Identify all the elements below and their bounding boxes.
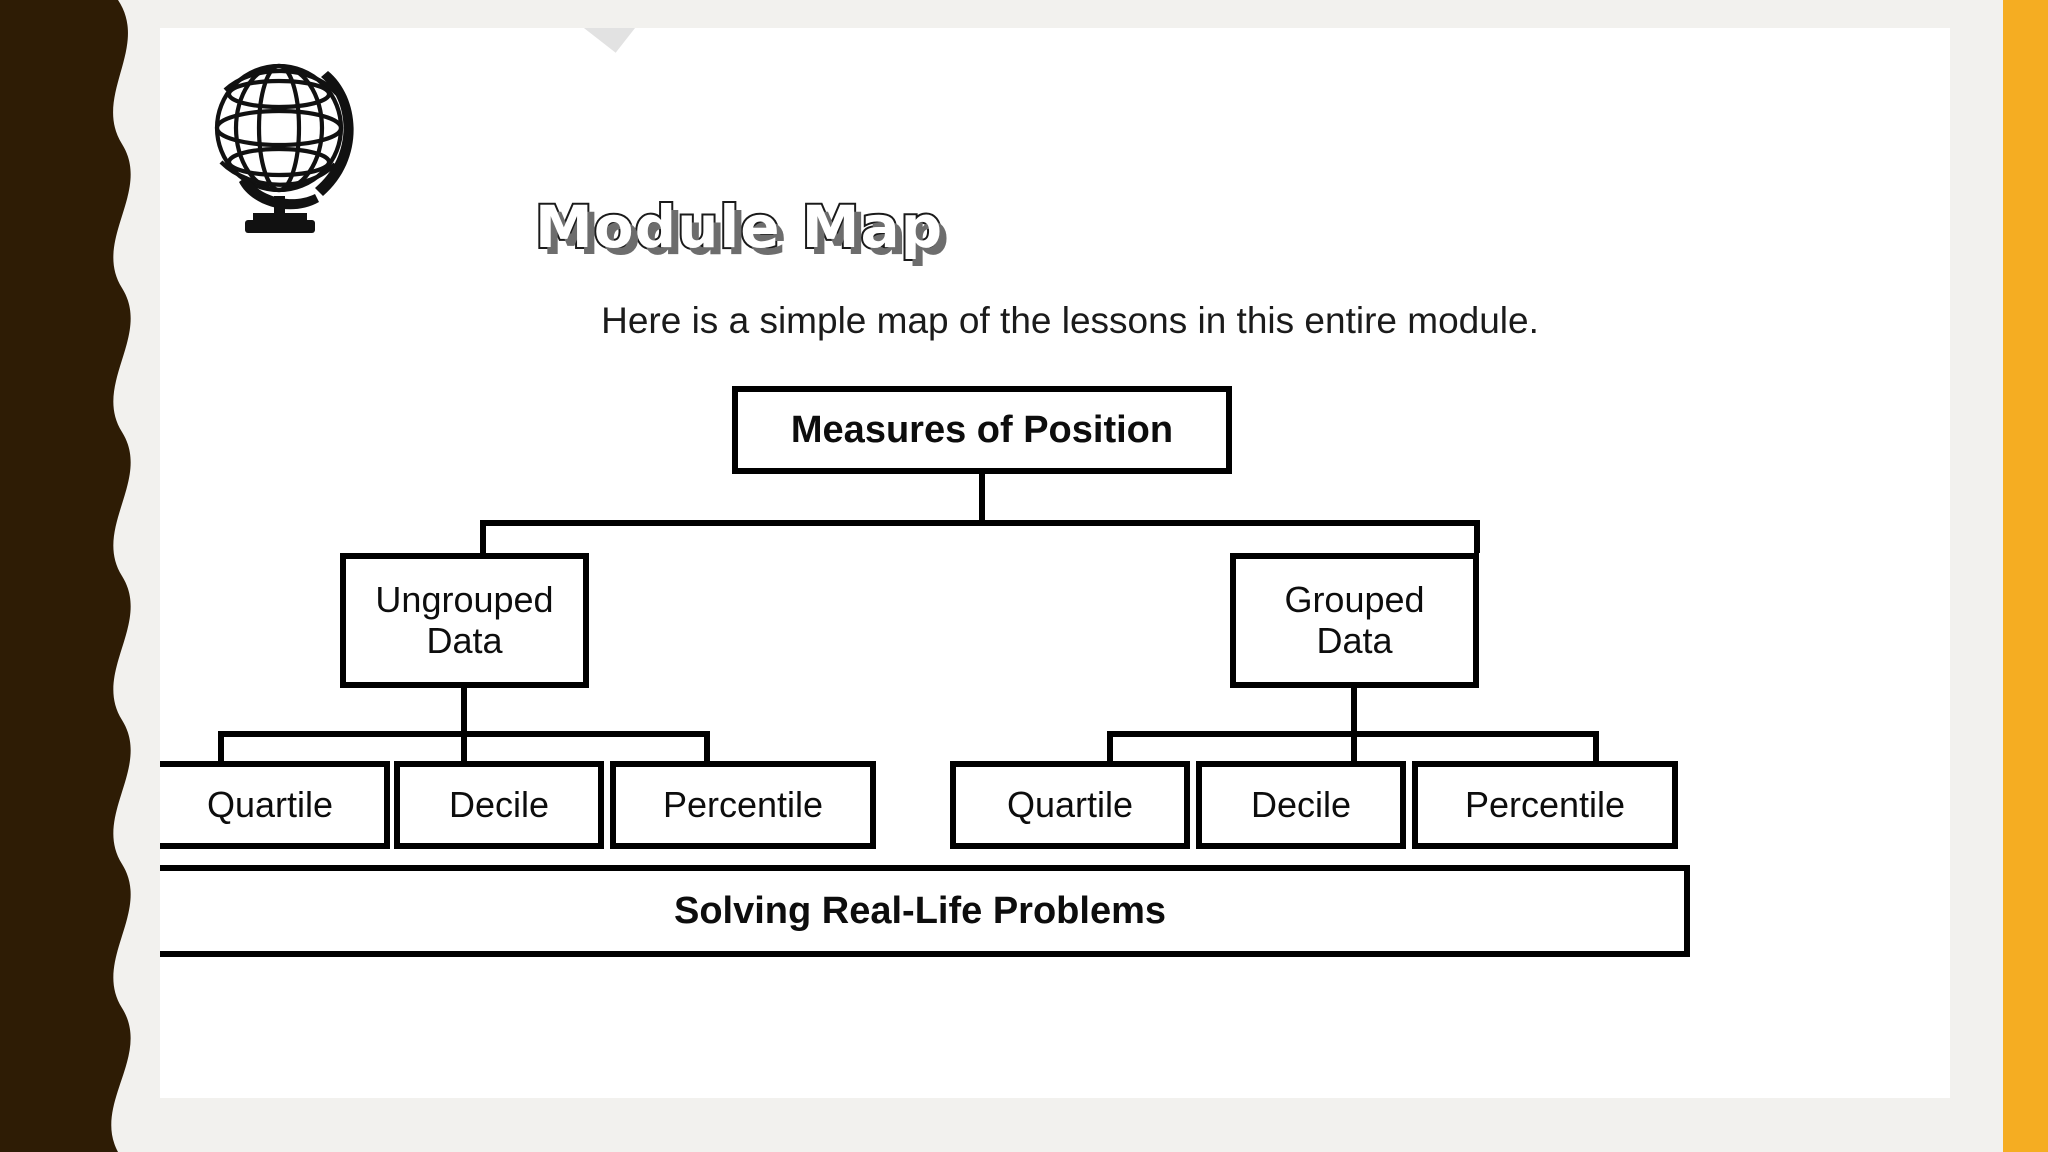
node-grouped-line1: Grouped [1284, 579, 1425, 621]
connector-drop-l-percentile [704, 731, 710, 761]
node-solving-real-life-problems[interactable]: Solving Real-Life Problems [160, 865, 1690, 957]
content-card: RED CO [160, 28, 1950, 1098]
node-grouped-quartile[interactable]: Quartile [950, 761, 1190, 849]
connector-root-stem [979, 474, 985, 520]
node-grouped-percentile[interactable]: Percentile [1412, 761, 1678, 849]
connector-drop-r-percentile [1593, 731, 1599, 761]
connector-drop-l-decile [461, 731, 467, 761]
connector-ungrouped-stem [461, 688, 467, 731]
connector-drop-r-quartile [1107, 731, 1113, 761]
node-ungrouped-data[interactable]: Ungrouped Data [340, 553, 589, 688]
wave-path [0, 0, 131, 1152]
module-map-diagram: Measures of Position Ungrouped Data Grou… [160, 28, 1950, 1098]
node-grouped-decile[interactable]: Decile [1196, 761, 1406, 849]
right-accent-band [2003, 0, 2048, 1152]
intro-text: Here is a simple map of the lessons in t… [601, 300, 1539, 341]
connector-level1-bus [480, 520, 1480, 526]
node-grouped-line2: Data [1316, 619, 1393, 661]
connector-drop-ungrouped [480, 520, 486, 553]
header: Module Map [160, 28, 1950, 263]
connector-drop-r-decile [1351, 731, 1357, 761]
connector-drop-grouped [1474, 520, 1480, 553]
node-ungrouped-quartile[interactable]: Quartile [160, 761, 390, 849]
left-wave-decoration [0, 0, 131, 1152]
node-ungrouped-line1: Ungrouped [375, 579, 554, 621]
node-ungrouped-decile[interactable]: Decile [394, 761, 604, 849]
globe-icon [214, 63, 354, 233]
node-ungrouped-line2: Data [426, 619, 503, 661]
node-grouped-data[interactable]: Grouped Data [1230, 553, 1479, 688]
connector-grouped-stem [1351, 688, 1357, 731]
page-title: Module Map [533, 191, 944, 263]
node-ungrouped-percentile[interactable]: Percentile [610, 761, 876, 849]
node-measures-of-position[interactable]: Measures of Position [732, 386, 1232, 474]
connector-drop-l-quartile [218, 731, 224, 761]
